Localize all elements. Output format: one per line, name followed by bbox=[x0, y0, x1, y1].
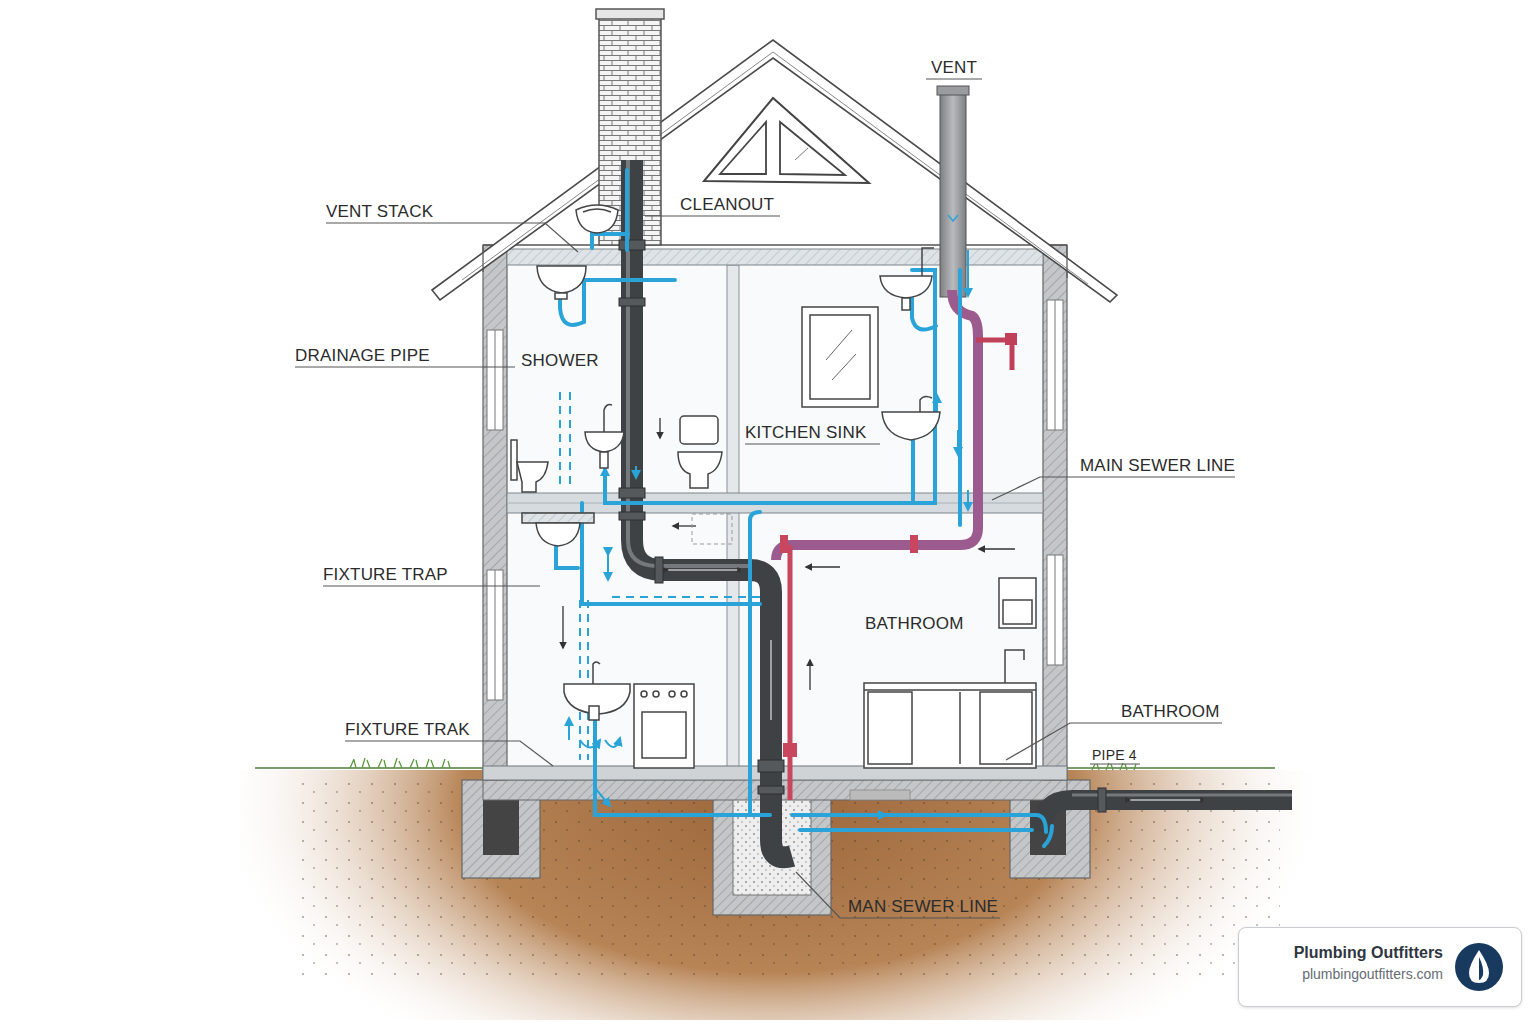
callout-label: SHOWER bbox=[521, 351, 599, 371]
callout-label: VENT bbox=[931, 58, 977, 78]
callout-label: KITCHEN SINK bbox=[745, 423, 866, 443]
brand-name: Plumbing Outfitters bbox=[1251, 944, 1443, 962]
callout-label: PIPE 4 bbox=[1092, 745, 1137, 765]
callout-label: FIXTURE TRAK bbox=[345, 720, 470, 740]
logo-icon bbox=[1453, 941, 1505, 993]
callout-label: BATHROOM bbox=[1121, 702, 1220, 722]
callout-label: VENT STACK bbox=[326, 202, 433, 222]
callout-label: MAIN SEWER LINE bbox=[1080, 456, 1235, 476]
callout-label: FIXTURE TRAP bbox=[323, 565, 448, 585]
callout-label: CLEANOUT bbox=[680, 195, 774, 215]
callout-label: MAN SEWER LINE bbox=[848, 897, 998, 917]
callout-label: DRAINAGE PIPE bbox=[295, 346, 430, 366]
brand-url: plumbingoutfitters.com bbox=[1251, 966, 1443, 982]
callout-label: BATHROOM bbox=[865, 614, 964, 634]
